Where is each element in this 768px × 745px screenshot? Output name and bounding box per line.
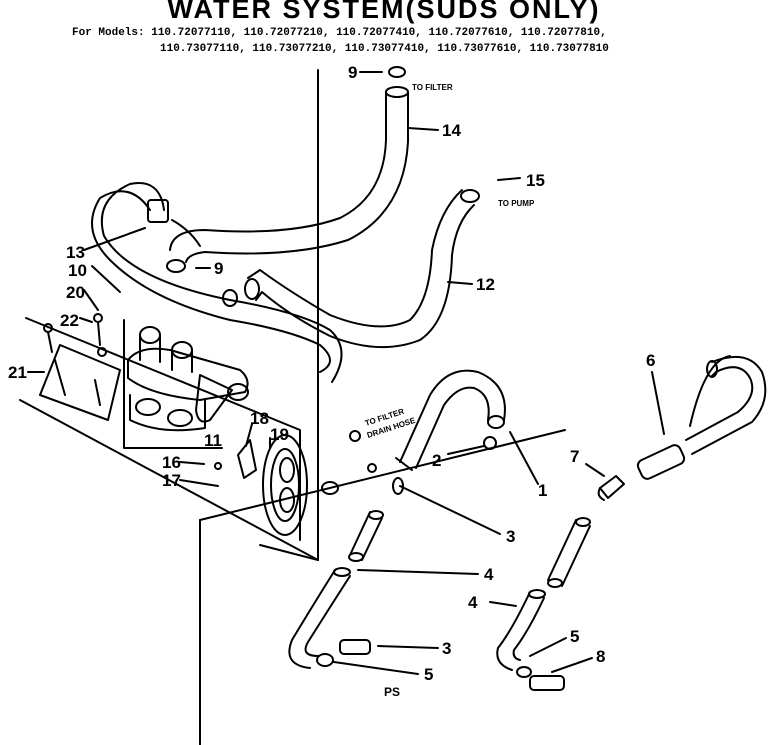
callout-11: 11: [204, 431, 222, 450]
cabinet-outline: [19, 69, 566, 745]
hose-4-left: [288, 510, 384, 669]
callout-21: 21: [8, 363, 27, 382]
connector-7: [597, 475, 625, 501]
callout-5-right: 5: [570, 627, 579, 646]
models-line-1: For Models: 110.72077110, 110.72077210, …: [72, 27, 607, 39]
models-line-2: 110.73077110, 110.73077210, 110.73077410…: [160, 43, 609, 55]
models-list-1: 110.72077110, 110.72077210, 110.72077410…: [151, 27, 607, 39]
callout-9-mid: 9: [214, 259, 223, 278]
callout-22: 22: [60, 311, 79, 330]
callout-18: 18: [250, 409, 269, 428]
callout-3-upper: 3: [506, 527, 515, 546]
hose-12: [244, 189, 480, 349]
hose-6: [636, 355, 767, 480]
callout-5-left: 5: [424, 665, 433, 684]
callout-15: 15: [526, 171, 545, 190]
callout-7: 7: [570, 447, 579, 466]
callout-8: 8: [596, 647, 605, 666]
callout-16: 16: [162, 453, 181, 472]
hose-1: [395, 369, 506, 471]
note-to-filter: TO FILTER: [412, 83, 453, 92]
callout-14: 14: [442, 121, 461, 140]
callout-4-left: 4: [484, 565, 494, 584]
note-to-pump: TO PUMP: [498, 199, 535, 208]
callout-10: 10: [68, 261, 87, 280]
callout-12: 12: [476, 275, 495, 294]
callout-1: 1: [538, 481, 547, 500]
callout-3-lower: 3: [442, 639, 451, 658]
callout-6: 6: [646, 351, 655, 370]
callout-17: 17: [162, 471, 181, 490]
callout-2: 2: [432, 451, 441, 470]
note-ps: PS: [384, 685, 400, 699]
bracket-21: [39, 313, 121, 421]
diagram-title: WATER SYSTEM(SUDS ONLY): [167, 0, 601, 24]
models-prefix: For Models:: [72, 27, 145, 39]
hose-4-right: [496, 517, 591, 691]
callout-19: 19: [270, 425, 289, 444]
callout-9-top: 9: [348, 63, 357, 82]
hose-13: [91, 182, 343, 383]
callout-4-right: 4: [468, 593, 478, 612]
clamps: [166, 259, 497, 495]
drain-connector: [214, 434, 308, 536]
callout-20: 20: [66, 283, 85, 302]
callout-13: 13: [66, 243, 85, 262]
leader-lines: [27, 71, 665, 675]
hose-14: [169, 66, 409, 263]
pump-assembly: [123, 319, 249, 449]
